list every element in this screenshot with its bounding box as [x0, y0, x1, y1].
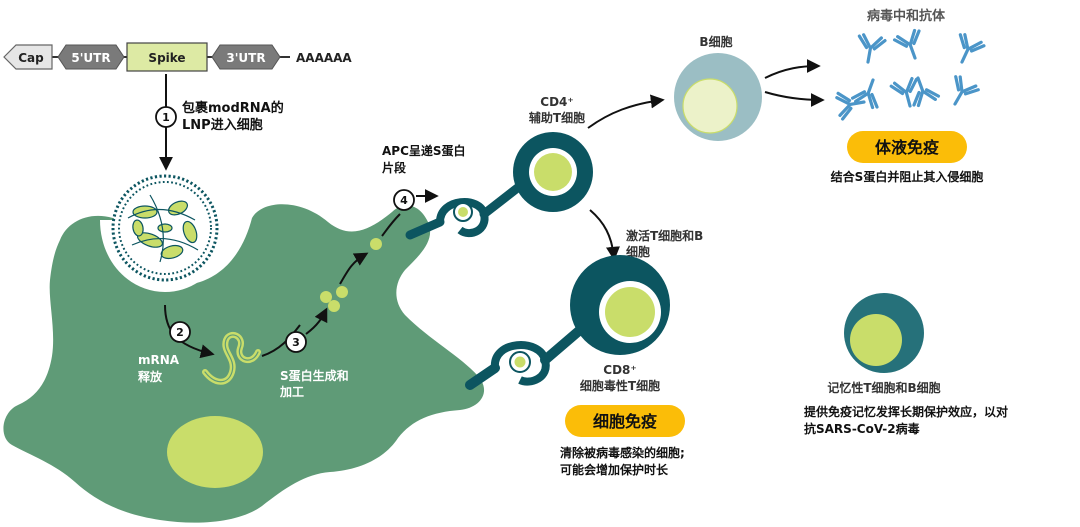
svg-text:Spike: Spike [148, 51, 185, 65]
svg-text:细胞免疫: 细胞免疫 [593, 412, 657, 431]
antibody-icon [912, 76, 941, 108]
released-mrna-outline [204, 334, 259, 383]
memory-description-line2: 抗SARS-CoV-2病毒 [804, 421, 920, 436]
step-1-label-line2: LNP进入细胞 [182, 117, 263, 133]
svg-text:2: 2 [176, 326, 184, 339]
activate-label-line2: 细胞 [626, 244, 650, 259]
svg-text:体液免疫: 体液免疫 [875, 138, 939, 157]
antibody-icon [857, 33, 887, 64]
step-2-marker: 2 [169, 321, 191, 343]
arrow-bcell-to-antibody-upper [764, 59, 821, 79]
antibody-title: 病毒中和抗体 [867, 8, 946, 24]
step-3-label-line2: 加工 [279, 384, 304, 399]
spike-protein-fragments [320, 238, 382, 312]
cd8-cytotoxic-t-cell [570, 255, 670, 355]
step-1-marker: 1 [155, 106, 177, 128]
step-4-label-line2: 片段 [382, 160, 407, 175]
step-2-label: mRNA [138, 353, 180, 367]
arrow-release-to-translation [261, 324, 301, 357]
antibody-icon [953, 75, 980, 106]
memory-cell-label: 记忆性T细胞和B细胞 [827, 380, 940, 395]
svg-text:3'UTR: 3'UTR [226, 51, 265, 65]
arrow-fragment-up [381, 213, 401, 237]
b-cell [674, 53, 762, 141]
apc-nucleus [167, 416, 263, 488]
cd8-label-line2: 细胞毒性T细胞 [580, 378, 660, 393]
cellular-immunity-badge: 细胞免疫 [565, 405, 685, 437]
svg-text:1: 1 [162, 111, 170, 124]
cap-tag: Cap [3, 44, 53, 70]
antibody-icon [958, 33, 986, 64]
svg-text:Cap: Cap [18, 51, 44, 65]
humoral-immunity-badge: 体液免疫 [847, 131, 967, 163]
utr3-segment: 3'UTR [211, 44, 281, 70]
arrow-protein-to-presentation [339, 252, 369, 285]
arrow-bcell-to-antibody-lower [764, 91, 825, 107]
arrow-cd4-to-cd8 [589, 209, 620, 261]
cd4-label-line2: 辅助T细胞 [529, 110, 585, 125]
step-4-label: APC呈递S蛋白 [382, 143, 466, 158]
mrna-construct: Cap 5'UTR Spike 3'UTR AAAAAA [3, 42, 352, 72]
neutralizing-antibodies [835, 28, 986, 121]
arrow-cd4-to-bcell [587, 94, 665, 129]
cd4-label: CD4⁺ [540, 95, 573, 109]
step-4-marker: 4 [393, 189, 415, 211]
svg-text:5'UTR: 5'UTR [71, 51, 110, 65]
antibody-icon [850, 78, 879, 110]
step-1-label: 包裹modRNA的 [182, 100, 284, 116]
antibody-icon [892, 28, 921, 60]
mhc-cd8-synapse [465, 325, 585, 390]
antibody-icon [835, 91, 866, 121]
mhc-cd4-synapse [405, 181, 525, 240]
cellular-description: 清除被病毒感染的细胞; [560, 445, 685, 460]
step-3-marker: 3 [285, 331, 307, 353]
cd4-helper-t-cell [513, 132, 593, 212]
poly-a-tail: AAAAAA [296, 51, 352, 65]
memory-description: 提供免疫记忆发挥长期保护效应，以对 [804, 404, 1008, 419]
cd8-label: CD8⁺ [603, 363, 636, 377]
spike-segment: Spike [126, 42, 208, 72]
cellular-description-line2: 可能会增加保护时长 [560, 462, 669, 477]
svg-text:3: 3 [292, 336, 300, 349]
memory-t-b-cell [844, 293, 924, 373]
activate-label: 激活T细胞和B [626, 228, 703, 243]
svg-text:4: 4 [400, 194, 408, 207]
antigen-presenting-cell [3, 204, 485, 523]
step-3-label: S蛋白生成和 [280, 368, 349, 383]
lipid-nanoparticle [111, 174, 219, 282]
antibody-icon [889, 76, 918, 108]
humoral-description: 结合S蛋白并阻止其入侵细胞 [831, 169, 984, 184]
step-2-label-line2: 释放 [138, 369, 163, 384]
arrow-translation-to-protein [305, 307, 328, 335]
utr5-segment: 5'UTR [57, 44, 125, 70]
b-cell-label: B细胞 [699, 34, 732, 49]
